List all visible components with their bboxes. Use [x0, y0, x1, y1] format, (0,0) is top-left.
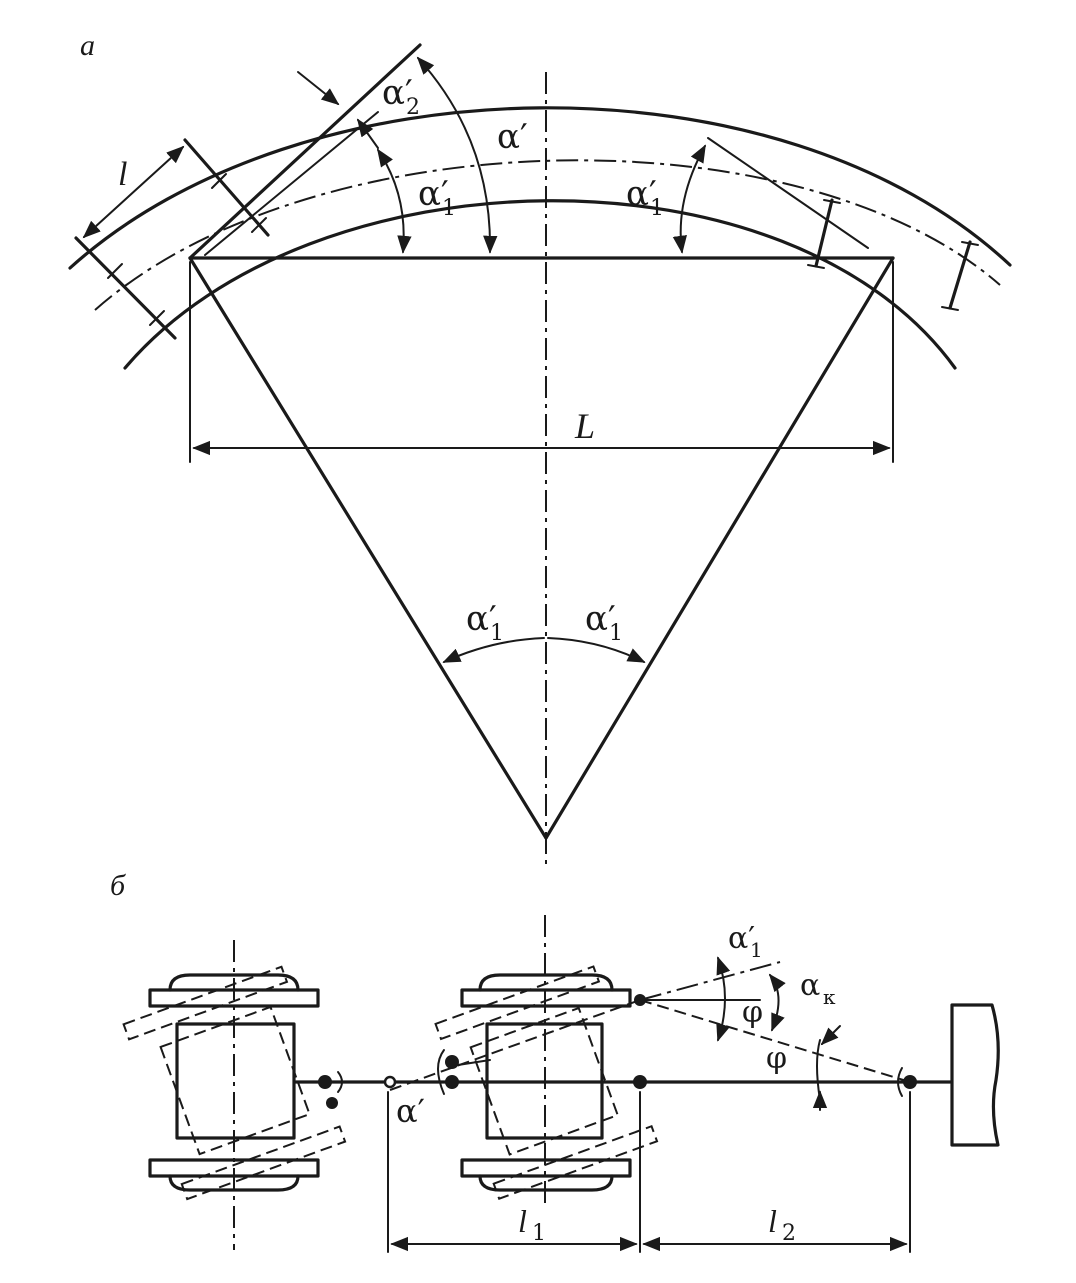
wheel-tick — [211, 173, 227, 189]
bogie-middle: α′ — [396, 915, 659, 1205]
alpha2-subscript: 2 — [406, 95, 420, 120]
central-alpha1-left: α′ — [466, 599, 497, 639]
axle-tick — [807, 264, 825, 269]
alpha1-b-subscript: 1 — [750, 938, 763, 962]
wheelset-left-bottom — [148, 1158, 320, 1178]
angle-alpha1-arc-right — [672, 144, 706, 254]
tangent-line-left — [188, 43, 422, 260]
wheel-left-top — [168, 973, 300, 992]
phi-arc-right — [816, 1039, 821, 1101]
bogie-middle-frame — [485, 1022, 604, 1140]
axle-left-upper — [183, 138, 270, 237]
coupler-left — [318, 1075, 332, 1089]
wheel-tick — [251, 217, 267, 233]
l1-subscript: 1 — [532, 1221, 546, 1246]
alpha1-subscript-left: 1 — [442, 196, 456, 221]
alpha1-b-label: α′ — [728, 921, 755, 956]
pivot-joint — [383, 1075, 397, 1089]
coupler-middle-left-2 — [445, 1075, 459, 1089]
radius-left — [188, 256, 548, 840]
angle-alpha1-arc-left — [377, 148, 412, 254]
alpha-k-label: α — [800, 968, 820, 1003]
l2-subscript: 2 — [782, 1221, 796, 1246]
alpha-prime-arrow — [457, 1059, 491, 1066]
central-alpha1-left-sub: 1 — [490, 621, 504, 646]
central-angle-left-arc — [442, 637, 545, 663]
coupler-left-2 — [326, 1097, 338, 1109]
wheel-tick — [149, 310, 165, 326]
alpha1-subscript-right: 1 — [650, 196, 664, 221]
L-label: L — [574, 406, 595, 446]
angle-alpha-prime-arc — [416, 56, 498, 254]
l-label: l — [118, 156, 127, 193]
fixed-support — [950, 1003, 1000, 1147]
l2-label: l — [768, 1203, 777, 1239]
phi-ray — [639, 999, 911, 1083]
phi-label-lower: φ — [766, 1041, 787, 1076]
coupler-middle-joint — [437, 1049, 445, 1095]
coupler-right-joint — [897, 1067, 903, 1097]
panel-b-label: б — [110, 869, 126, 902]
panel-a-label: а — [80, 29, 95, 62]
alpha-k-subscript: к — [823, 985, 836, 1009]
alpha2-label: α′ — [382, 73, 413, 113]
panel-a: а L l — [68, 29, 1012, 870]
alpha1-label-right: α′ — [626, 174, 657, 214]
tangent-line-right — [707, 137, 869, 249]
central-alpha1-right: α′ — [585, 599, 616, 639]
central-angle-right-arc — [547, 637, 646, 663]
l-dimension — [82, 145, 185, 239]
alpha1-ray — [639, 961, 781, 1001]
central-alpha1-right-sub: 1 — [609, 621, 623, 646]
alpha2-arrow-in — [297, 71, 340, 106]
axle-tick — [941, 306, 959, 311]
alpha1-phi-arc — [716, 956, 731, 1042]
vehicle-body-line — [204, 111, 379, 256]
wheel-middle-top — [478, 973, 614, 992]
alpha-k-arc — [768, 973, 786, 1032]
coupler-middle-left-1 — [445, 1055, 459, 1069]
panel-b: б — [110, 869, 1000, 1253]
alpha-prime-b-label: α′ — [396, 1092, 425, 1130]
wheel-left-bottom — [168, 1174, 300, 1192]
phi-arrow-top — [820, 1025, 841, 1046]
coupler-right — [903, 1075, 917, 1089]
track-centerline — [94, 159, 1001, 311]
inner-rail — [123, 199, 957, 370]
wheelset-middle-bottom — [460, 1158, 632, 1178]
axle-right — [814, 198, 834, 268]
axle-left — [74, 236, 177, 340]
phi-label-upper: φ — [742, 995, 763, 1030]
coupler-middle-right — [633, 1075, 647, 1089]
wheel-tick — [107, 263, 123, 279]
alpha1-label-left: α′ — [418, 174, 449, 214]
alpha2-arrow-out — [356, 118, 379, 149]
bogie-left — [122, 940, 347, 1250]
l1-label: l — [518, 1203, 527, 1239]
wheel-middle-bottom — [478, 1174, 614, 1192]
wheelset-left-top — [148, 988, 320, 1008]
alpha-prime-label: α′ — [497, 117, 528, 157]
bogie-left-frame — [175, 1022, 296, 1140]
wheelset-middle-top — [460, 988, 632, 1008]
radius-right — [544, 256, 895, 840]
bogie-middle-rotated — [434, 965, 659, 1201]
axle-far-right — [948, 240, 972, 310]
rotated-link — [389, 999, 641, 1091]
axle-tick — [823, 199, 841, 204]
coupler-joint — [337, 1071, 343, 1093]
outer-rail — [68, 106, 1012, 270]
axle-tick — [961, 241, 979, 246]
